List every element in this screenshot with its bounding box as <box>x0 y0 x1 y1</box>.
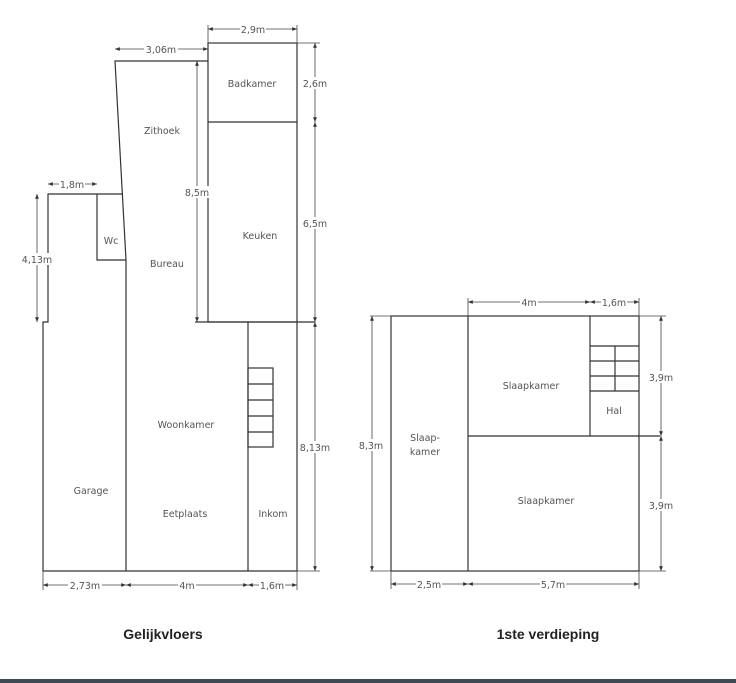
dim-label: 2,5m <box>417 580 441 591</box>
ground-floor-stairs <box>247 367 274 448</box>
room-label-wc: Wc <box>104 236 119 247</box>
dim-label: 4m <box>521 298 536 309</box>
bottom-border <box>0 679 736 683</box>
dim-label: 4,13m <box>22 255 52 266</box>
zithoek-wall <box>114 60 208 571</box>
dim-label: 6,5m <box>303 219 327 230</box>
dim-label: 1,6m <box>260 581 284 592</box>
ground-floor-title: Gelijkvloers <box>123 626 203 642</box>
stairs <box>247 367 274 448</box>
first-floor-stairs <box>590 345 639 392</box>
room-label-slaapkamer-left: kamer <box>410 447 440 458</box>
dim-label: 3,9m <box>649 373 673 384</box>
dim-label: 5,7m <box>541 580 565 591</box>
dim-label: 4m <box>179 581 194 592</box>
wc-wall <box>96 194 126 261</box>
dim-label: 1,6m <box>602 298 626 309</box>
first-floor-plan: 4m 1,6m 8,3m 3,9m 3,9m 2,5m 5,7m Slaapka… <box>358 296 674 642</box>
room-label-woonkamer: Woonkamer <box>158 420 215 431</box>
room-label-slaapkamer: Slaapkamer <box>518 496 575 507</box>
dim-label: 2,6m <box>303 79 327 90</box>
room-label-badkamer: Badkamer <box>228 79 277 90</box>
room-label-eetplaats: Eetplaats <box>163 509 208 520</box>
room-label-slaapkamer: Slaapkamer <box>503 381 560 392</box>
dim-label: 2,9m <box>241 25 265 36</box>
dim-label: 3,9m <box>649 501 673 512</box>
room-label-bureau: Bureau <box>150 259 184 270</box>
room-label-keuken: Keuken <box>243 231 278 242</box>
room-label-slaapkamer-left: Slaap- <box>410 433 440 444</box>
dim-label: 2,73m <box>70 581 100 592</box>
first-floor-title: 1ste verdieping <box>497 626 600 642</box>
dim-label: 8,13m <box>300 443 330 454</box>
room-label-garage: Garage <box>74 486 109 497</box>
dim-label: 1,8m <box>60 180 84 191</box>
dim-label: 8,5m <box>185 188 209 199</box>
dim-label: 8,3m <box>359 441 383 452</box>
room-label-inkom: Inkom <box>258 509 287 520</box>
first-floor-outer-wall <box>390 315 640 572</box>
ground-floor-plan: 2,9m 3,06m 1,8m 2,6m 6,5m 8,13m 8,5m 4,1… <box>20 23 331 642</box>
room-label-hal: Hal <box>606 406 622 417</box>
dim-label: 3,06m <box>146 45 176 56</box>
room-label-zithoek: Zithoek <box>144 126 181 137</box>
